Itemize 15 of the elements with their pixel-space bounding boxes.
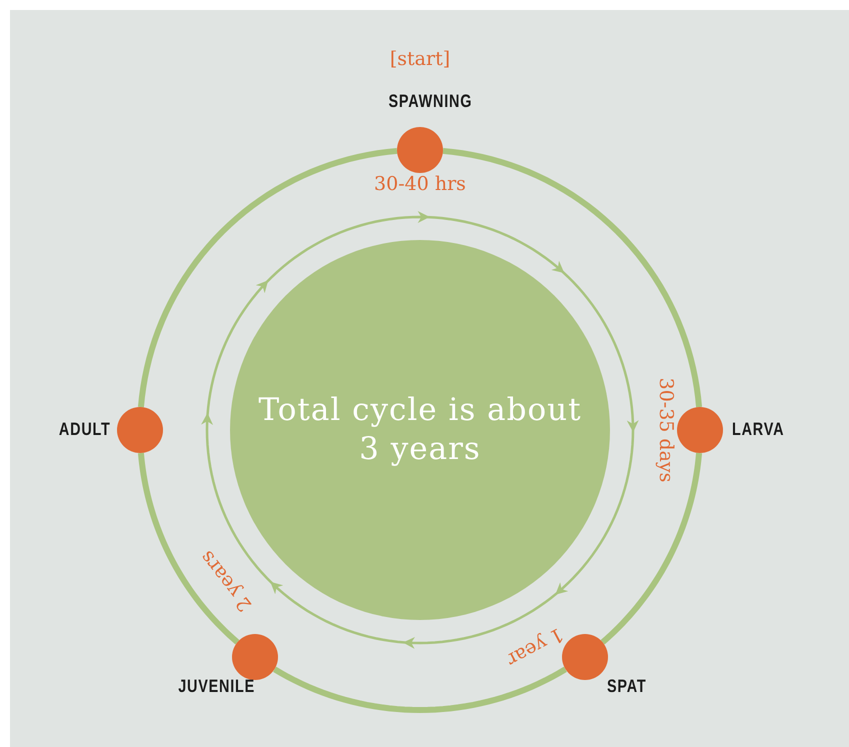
duration-label: 30-40 hrs xyxy=(374,173,466,195)
duration-label: 1 year xyxy=(504,623,568,672)
start-note: [start] xyxy=(390,48,450,70)
stage-name: JUVENILE xyxy=(178,676,255,697)
duration-label: 30-35 days xyxy=(655,378,677,482)
center-text: Total cycle is about 3 years xyxy=(257,391,583,469)
ring-connector xyxy=(138,452,240,645)
ring-connector xyxy=(442,148,702,408)
ring-connector xyxy=(138,148,398,408)
stage-name: ADULT xyxy=(59,419,111,440)
ring-connector xyxy=(273,666,567,713)
stage-name: SPAT xyxy=(606,676,646,697)
ring-connector xyxy=(600,452,702,645)
stage-name: SPAWNING xyxy=(388,91,472,112)
stage-name: LARVA xyxy=(732,419,784,440)
